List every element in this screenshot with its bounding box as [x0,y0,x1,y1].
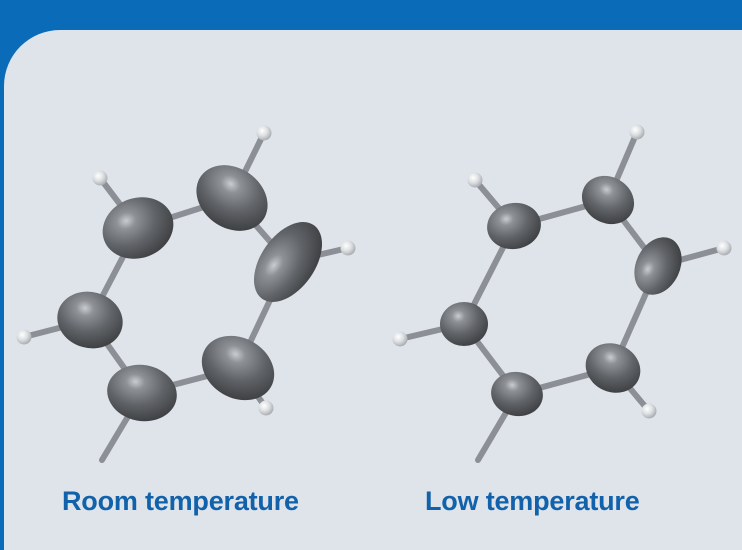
hydrogen-atom [392,331,408,347]
carbon-atom [581,175,635,225]
hydrogen-atom [256,125,272,141]
hydrogen-atom [716,240,732,256]
low-bonds [397,129,727,463]
carbon-atom [585,343,641,393]
carbon-atom [254,222,322,302]
hydrogen-atom [340,240,356,256]
carbon-atom [102,197,174,259]
hydrogen-atom [641,403,657,419]
low-temperature-molecule [392,124,732,463]
carbon-atom [491,371,543,417]
hydrogen-atom [629,124,645,140]
carbon-atom [440,302,488,346]
room-temperature-caption: Room temperature [62,486,299,516]
carbon-atom [487,202,541,250]
room-carbon-atoms [57,165,322,422]
carbon-atom [201,335,275,401]
carbon-atom [107,364,177,422]
low-temperature-caption: Low temperature [425,486,640,516]
carbon-atom [634,237,682,295]
carbon-atom [196,165,268,231]
figure-panel [4,30,742,550]
room-hydrogen-atoms [16,125,356,416]
molecule-illustrations [16,124,732,463]
hydrogen-atom [258,400,274,416]
low-hydrogen-atoms [392,124,732,419]
hydrogen-atom [92,170,108,186]
low-carbon-atoms [440,175,682,417]
room-temperature-molecule [16,125,356,463]
hydrogen-atom [16,329,32,345]
carbon-atom [57,291,123,349]
hydrogen-atom [467,172,483,188]
